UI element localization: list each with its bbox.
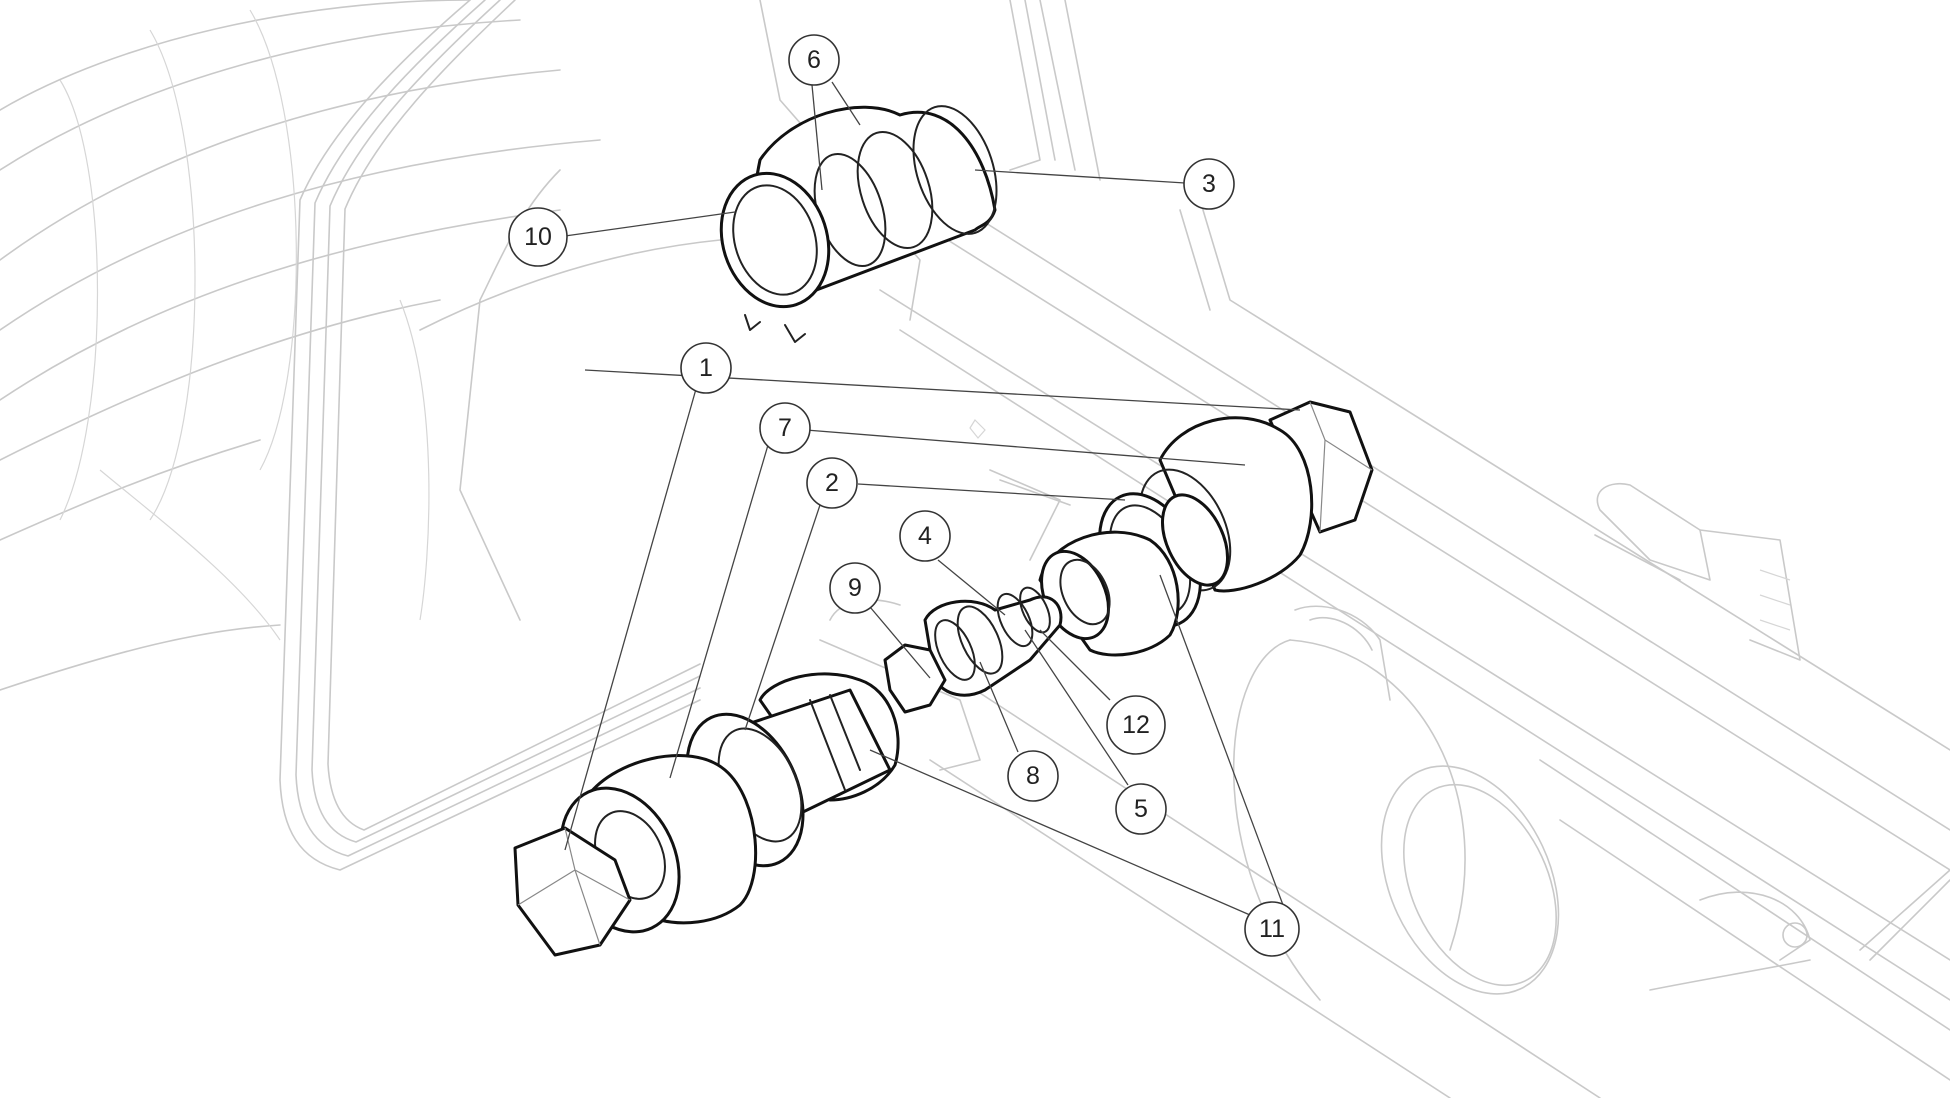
leader-12 <box>1039 629 1111 701</box>
leader-4 <box>937 559 1006 616</box>
leader-7a <box>805 429 1246 466</box>
leader-10 <box>564 211 736 237</box>
callout-11: 11 <box>1244 901 1300 957</box>
callout-2-label: 2 <box>825 469 839 497</box>
callout-5: 5 <box>1115 783 1167 835</box>
callout-2: 2 <box>806 457 858 509</box>
leader-9 <box>869 606 931 679</box>
callout-7-label: 7 <box>778 414 792 442</box>
leader-lines <box>564 81 1301 916</box>
callout-5-label: 5 <box>1134 795 1148 823</box>
callout-8: 8 <box>1007 750 1059 802</box>
leader-2b <box>744 504 821 731</box>
leader-6a <box>831 81 861 126</box>
callout-7: 7 <box>759 402 811 454</box>
leader-11b <box>1159 574 1284 906</box>
callout-9-label: 9 <box>848 574 862 602</box>
leader-7b <box>669 444 769 779</box>
callout-9: 9 <box>829 562 881 614</box>
small-bolt-assembly <box>883 586 1063 714</box>
right-hex-bolt <box>1268 400 1374 534</box>
leader-6b <box>811 84 823 191</box>
callout-1: 1 <box>680 342 732 394</box>
callout-6: 6 <box>788 34 840 86</box>
leader-2a <box>857 483 1126 501</box>
callout-10-label: 10 <box>524 223 552 251</box>
callout-4-label: 4 <box>918 522 932 550</box>
left-hex-bolt <box>513 826 632 957</box>
callout-3-label: 3 <box>1202 170 1216 198</box>
leader-8 <box>979 661 1019 753</box>
leader-5 <box>1024 629 1129 786</box>
callout-6-label: 6 <box>807 46 821 74</box>
callout-4: 4 <box>899 510 951 562</box>
callout-11-label: 11 <box>1259 915 1285 943</box>
leader-11a <box>869 749 1251 916</box>
callout-3: 3 <box>1183 158 1235 210</box>
callout-8-label: 8 <box>1026 762 1040 790</box>
callout-12-label: 12 <box>1122 711 1150 739</box>
leader-3 <box>974 169 1186 184</box>
leader-1b <box>564 388 697 851</box>
callout-1-label: 1 <box>699 354 713 382</box>
callout-10: 10 <box>508 207 568 267</box>
upper-coupling-sleeve <box>719 105 998 343</box>
callout-12: 12 <box>1106 695 1166 755</box>
callouts: 1 7 2 4 9 12 8 5 11 6 3 10 <box>508 34 1300 957</box>
